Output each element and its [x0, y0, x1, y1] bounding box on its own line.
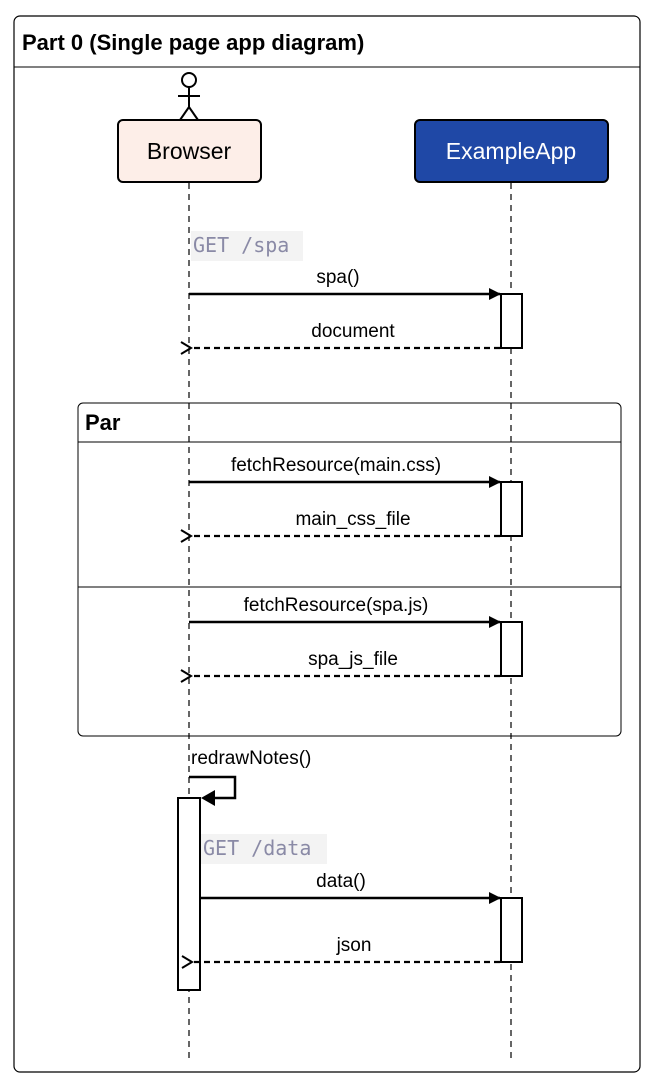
- participant-exampleapp: ExampleApp: [414, 119, 609, 183]
- message-data-label: data(): [316, 871, 366, 892]
- message-redraw-arrowhead: [201, 790, 215, 806]
- note-get-spa-bg: [191, 231, 303, 261]
- actor-icon: [178, 72, 200, 121]
- message-js-file-label: spa_js_file: [308, 649, 398, 670]
- message-redraw-label: redrawNotes(): [191, 748, 311, 769]
- participant-exampleapp-box: [414, 119, 609, 183]
- message-css-file-label: main_css_file: [295, 509, 410, 530]
- browser-activation: [177, 797, 201, 991]
- message-json-label: json: [336, 935, 372, 956]
- participant-browser-label: Browser: [147, 138, 232, 164]
- diagram-frame: [13, 15, 641, 1073]
- participant-browser-box: [117, 119, 262, 183]
- app-activation-3: [500, 621, 523, 677]
- participant-exampleapp-label: ExampleApp: [446, 138, 576, 164]
- participant-browser: Browser: [117, 119, 262, 183]
- message-document-label: document: [311, 321, 395, 342]
- message-spa-label: spa(): [316, 267, 359, 288]
- note-get-data-bg: [201, 834, 327, 864]
- diagram-title: Part 0 (Single page app diagram): [22, 30, 364, 55]
- note-get-spa: GET /spa: [193, 233, 289, 257]
- app-activation-4: [500, 897, 523, 963]
- message-fetch-js-label: fetchResource(spa.js): [244, 595, 429, 616]
- note-get-data: GET /data: [203, 836, 311, 860]
- par-block: [77, 402, 622, 737]
- app-activation-1: [500, 293, 523, 349]
- message-redraw-arrow: [189, 775, 237, 800]
- par-label: Par: [85, 410, 121, 435]
- message-fetch-css-label: fetchResource(main.css): [231, 455, 441, 476]
- app-activation-2: [500, 481, 523, 537]
